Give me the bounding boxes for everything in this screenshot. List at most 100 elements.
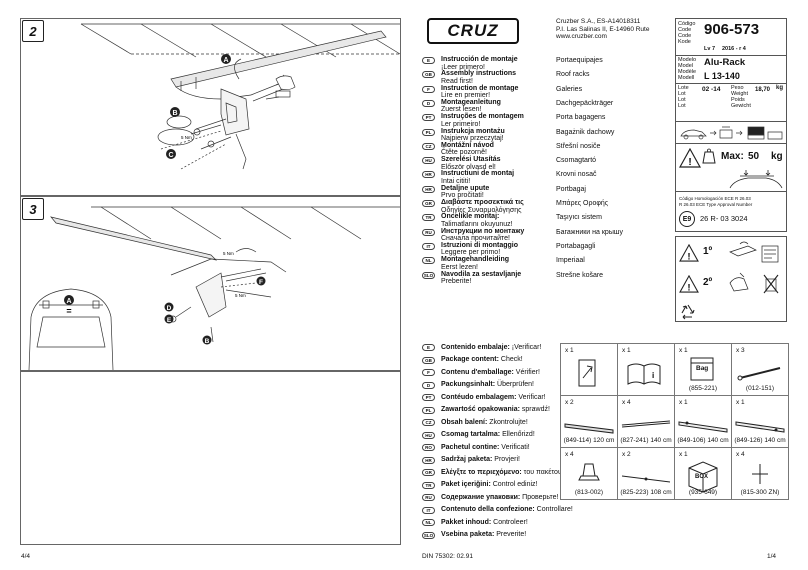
empty-panel <box>20 371 401 545</box>
svg-text:=: = <box>66 306 71 316</box>
product-type-label: Μπάρες Οροφής <box>556 200 609 207</box>
part-length: 140 cm <box>650 437 672 444</box>
contents-heading: Zawartość opakowania: <box>441 406 520 413</box>
part-length: 140 cm <box>764 437 786 444</box>
company-name: Cruzber S.A., ES-A14018311 <box>556 18 641 25</box>
part-caption: (825-223) 108 cm <box>618 489 674 496</box>
roof-load-icon <box>729 170 783 189</box>
e9-mark: E9 <box>679 211 695 227</box>
lang-badge: CZ <box>422 142 435 150</box>
lang-badge: SLO <box>422 271 435 279</box>
part-code: (012-151) <box>745 385 775 392</box>
instruction-heading: Instructiuni de montaj <box>441 170 515 178</box>
instruction-heading: Assembly instructions <box>441 70 517 78</box>
company-info: Cruzber S.A., ES-A14018311 P.I. Las Sali… <box>556 18 649 41</box>
lang-badge: HR <box>422 185 435 193</box>
instruction-heading: Istruzioni di montaggio <box>441 241 518 249</box>
svg-text:i: i <box>652 371 654 380</box>
product-type-label: Dachgepäckträger <box>556 99 614 107</box>
instruction-subtitle: Prvo pročitati! <box>441 192 484 200</box>
part-quantity: x 4 <box>622 399 631 406</box>
product-code: 906-573 <box>704 21 760 38</box>
lang-badge: F <box>422 85 435 93</box>
part-cell: x 2(849-114) 120 cm <box>560 395 618 448</box>
homolog-line1: Código Homologación ECE R 26.03 <box>679 196 751 201</box>
instruction-heading: Instrucción de montaje <box>441 56 518 63</box>
instruction-subtitle: Preberite! <box>441 278 472 285</box>
part-caption: (855-221) <box>675 385 731 392</box>
lang-badge: PT <box>422 394 435 401</box>
contents-line: Vsebina paketa: Preverite! <box>441 531 526 539</box>
instruction-subtitle: Οδηγίες Συναρμολόγησης <box>441 206 522 214</box>
product-type-label: Csomagtartó <box>556 157 597 165</box>
instruction-subtitle: Eerst lezen! <box>441 263 478 271</box>
contents-heading: Pakket inhoud: <box>441 518 492 526</box>
contents-heading: Paket içeriğini: <box>441 481 491 488</box>
loading-pictogram-box <box>675 122 787 144</box>
step3-illustration: A = D E B F 5 Nm 5 Nm <box>28 206 400 370</box>
bag-label: Bag <box>696 365 709 372</box>
contents-line: Contenuto della confezione: Controllare! <box>441 506 573 514</box>
product-date: 2016 - r 4 <box>722 46 746 52</box>
part-quantity: x 1 <box>736 399 745 406</box>
part-quantity: x 3 <box>736 347 745 354</box>
lang-badge: PT <box>422 114 435 122</box>
lang-badge: IT <box>422 242 435 250</box>
contents-check: Zkontrolujte! <box>487 418 528 426</box>
part-quantity: x 2 <box>622 451 631 458</box>
callout-f: F <box>259 279 263 286</box>
box-label: BOX <box>695 474 709 480</box>
contents-line: Package content: Check! <box>441 356 523 364</box>
callout-d: D <box>167 305 172 312</box>
contents-line: Packungsinhalt: Überprüfen! <box>441 381 534 389</box>
product-type-label: Taşıyıcı sistem <box>556 214 602 222</box>
weight-unit: kg <box>776 85 784 91</box>
brand-logo-text: CRUZ <box>447 21 499 40</box>
contents-heading: Pachetul contine: <box>441 443 500 451</box>
company-web[interactable]: www.cruzber.com <box>556 33 607 40</box>
part-length: 140 cm <box>707 437 729 444</box>
lang-badge: HU <box>422 157 435 165</box>
product-type-label: Porta bagagens <box>556 114 606 122</box>
instruction-subtitle: Read first! <box>441 77 473 85</box>
warning-icon-1: ! <box>679 244 699 262</box>
contents-line: Pakket inhoud: Controleer! <box>441 519 528 527</box>
instruction-heading: Instruções de montagem <box>441 113 524 121</box>
notes-box: ! 1º ! 2º <box>675 236 787 322</box>
din-footer: DIN 75302: 02.91 <box>422 553 473 560</box>
product-type-label: Bagażnik dachowy <box>556 128 615 136</box>
part-caption: (815-300 ZN) <box>732 489 788 496</box>
lang-badge: RO <box>422 444 435 451</box>
part-caption: (827-241) 140 cm <box>618 437 674 444</box>
part-code: (849-126) <box>734 437 763 444</box>
part-quantity: x 4 <box>565 451 574 458</box>
contents-check: Ellenőrizd! <box>500 431 535 438</box>
contents-line: Obsah balení: Zkontrolujte! <box>441 419 528 427</box>
svg-text:!: ! <box>688 251 691 261</box>
contents-line: Contenu d'emballage: Vérifier! <box>441 369 540 377</box>
step3-panel <box>20 196 401 371</box>
instruction-heading: Montážní návod <box>441 141 494 149</box>
contents-heading: Sadržaj paketa: <box>441 456 493 463</box>
product-type-label: Roof racks <box>556 71 590 79</box>
part-icon: i <box>627 363 661 385</box>
warning-icon: ! <box>679 148 701 168</box>
contents-check: Controleer! <box>491 518 528 526</box>
contents-heading: Csomag tartalma: <box>441 431 501 438</box>
part-code: (827-241) <box>620 437 649 444</box>
max-label: Max: <box>721 151 744 162</box>
contents-heading: Package content: <box>441 356 499 363</box>
instruction-heading: Öncelikle montaj: <box>441 213 500 221</box>
contents-check: Verificati! <box>499 443 530 451</box>
car-front-diagram <box>28 288 114 370</box>
